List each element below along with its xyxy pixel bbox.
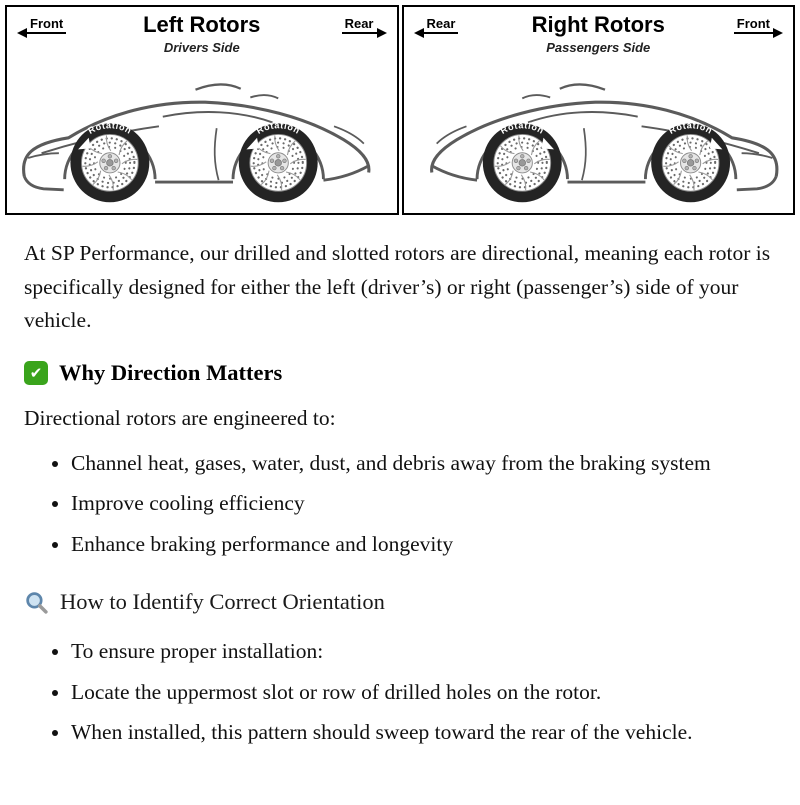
list-item: Channel heat, gases, water, dust, and de…	[71, 447, 771, 481]
rear-rotor-wheel: Rotation	[649, 120, 731, 204]
panel-heading: Left Rotors Drivers Side	[7, 7, 397, 55]
rotation-arrow-icon	[541, 137, 554, 150]
rotation-arrow-icon	[78, 137, 91, 150]
rotation-label: Rotation	[498, 120, 545, 136]
panel-subtitle: Passengers Side	[546, 40, 651, 55]
front-direction-indicator: Front	[17, 16, 67, 38]
corner-label-front: Front	[27, 16, 67, 34]
arrow-left-icon	[17, 28, 27, 38]
rotation-arrow-icon	[709, 137, 722, 150]
list-item: To ensure proper installation:	[71, 635, 771, 669]
article-body: At SP Performance, our drilled and slott…	[0, 215, 800, 750]
car-illustration-right: Rotation Rotation	[429, 82, 778, 204]
check-icon	[24, 360, 48, 385]
rotation-label: Rotation	[255, 120, 302, 136]
right-rotors-panel: Rear Front Right Rotors Passengers Side …	[401, 5, 795, 215]
arrow-right-icon	[376, 28, 387, 38]
magnifier-icon	[24, 590, 49, 615]
left-rotors-panel: Front Rear Left Rotors Drivers Side Rota…	[5, 5, 399, 215]
panel-title: Right Rotors	[531, 12, 665, 37]
corner-label-front: Front	[733, 16, 773, 34]
arrow-right-icon	[773, 28, 783, 38]
panel-heading: Right Rotors Passengers Side	[404, 7, 794, 55]
rear-direction-indicator: Rear	[413, 16, 459, 38]
orientation-steps-list: To ensure proper installation: Locate th…	[24, 635, 774, 750]
section-heading-why-direction-matters: Why Direction Matters	[24, 360, 774, 386]
panel-subtitle: Drivers Side	[163, 40, 240, 55]
section-heading-identify-orientation: How to Identify Correct Orientation	[24, 589, 774, 615]
car-illustration-left: Rotation Rotation	[22, 82, 371, 204]
front-rotor-wheel: Rotation	[69, 120, 151, 204]
list-item: Improve cooling efficiency	[71, 487, 771, 521]
rear-rotor-wheel: Rotation	[237, 120, 319, 204]
section-heading-text: Why Direction Matters	[59, 359, 283, 385]
list-item: When installed, this pattern should swee…	[71, 716, 771, 750]
rotor-direction-diagram: Front Rear Left Rotors Drivers Side Rota…	[5, 5, 795, 215]
lead-paragraph: Directional rotors are engineered to:	[24, 405, 336, 430]
section-heading-text: How to Identify Correct Orientation	[60, 589, 385, 615]
rotation-label: Rotation	[667, 120, 714, 136]
arrow-left-icon	[413, 28, 424, 38]
benefits-list: Channel heat, gases, water, dust, and de…	[24, 447, 774, 562]
intro-paragraph: At SP Performance, our drilled and slott…	[24, 241, 771, 333]
rear-direction-indicator: Rear	[341, 16, 387, 38]
panel-title: Left Rotors	[143, 12, 261, 37]
corner-label-rear: Rear	[341, 16, 377, 34]
front-direction-indicator: Front	[733, 16, 783, 38]
list-item: Enhance braking performance and longevit…	[71, 528, 771, 562]
corner-label-rear: Rear	[423, 16, 459, 34]
front-rotor-wheel: Rotation	[481, 120, 563, 204]
list-item: Locate the uppermost slot or row of dril…	[71, 676, 771, 710]
rotation-arrow-icon	[246, 137, 259, 150]
rotation-label: Rotation	[86, 120, 133, 136]
